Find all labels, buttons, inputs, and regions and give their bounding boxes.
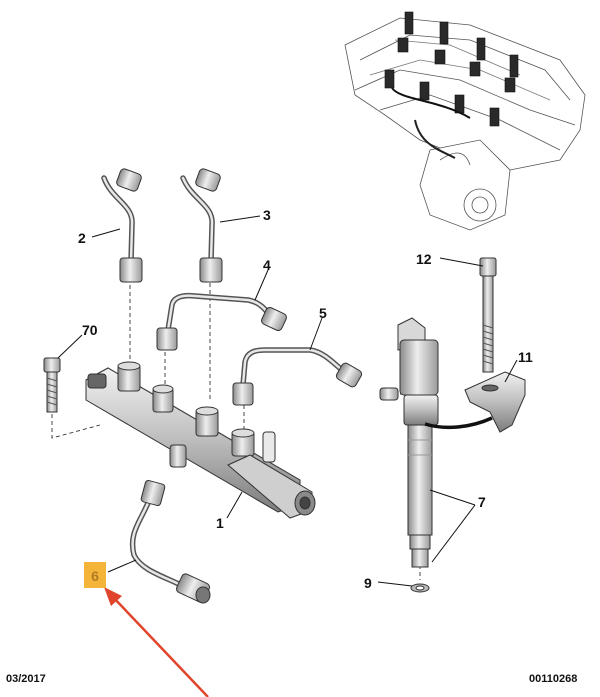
callout-70: 70 xyxy=(82,322,98,338)
fuel-rail-1 xyxy=(85,361,316,519)
high-pressure-pipe-2 xyxy=(101,168,143,283)
high-pressure-pipe-3 xyxy=(180,168,223,283)
callout-6-highlighted: 6 xyxy=(84,562,106,588)
high-pressure-pipe-4 xyxy=(156,292,287,351)
callout-7: 7 xyxy=(478,494,486,510)
red-pointer-arrow xyxy=(104,587,209,697)
callout-5: 5 xyxy=(319,305,327,321)
callout-3: 3 xyxy=(263,207,271,223)
high-pressure-pipe-5 xyxy=(232,347,363,406)
callout-9: 9 xyxy=(364,575,372,591)
high-pressure-pipe-6 xyxy=(129,479,211,604)
injector-clamp-11 xyxy=(464,371,526,433)
bolt-12 xyxy=(479,257,497,373)
callout-leader-lines xyxy=(57,215,518,587)
engine-overview-illustration xyxy=(344,17,586,231)
callout-6-label: 6 xyxy=(91,568,99,584)
callout-2: 2 xyxy=(78,230,86,246)
footer-date: 03/2017 xyxy=(6,673,46,685)
callout-1: 1 xyxy=(216,515,224,531)
engine-injectors-dark xyxy=(384,11,519,127)
callout-11: 11 xyxy=(518,349,533,365)
injector-clamp-lever xyxy=(424,416,493,430)
injector-7 xyxy=(379,317,439,593)
callout-4: 4 xyxy=(263,257,271,273)
bolt-70 xyxy=(43,357,61,413)
callout-12: 12 xyxy=(416,251,432,267)
footer-reference-number: 00110268 xyxy=(529,673,578,685)
